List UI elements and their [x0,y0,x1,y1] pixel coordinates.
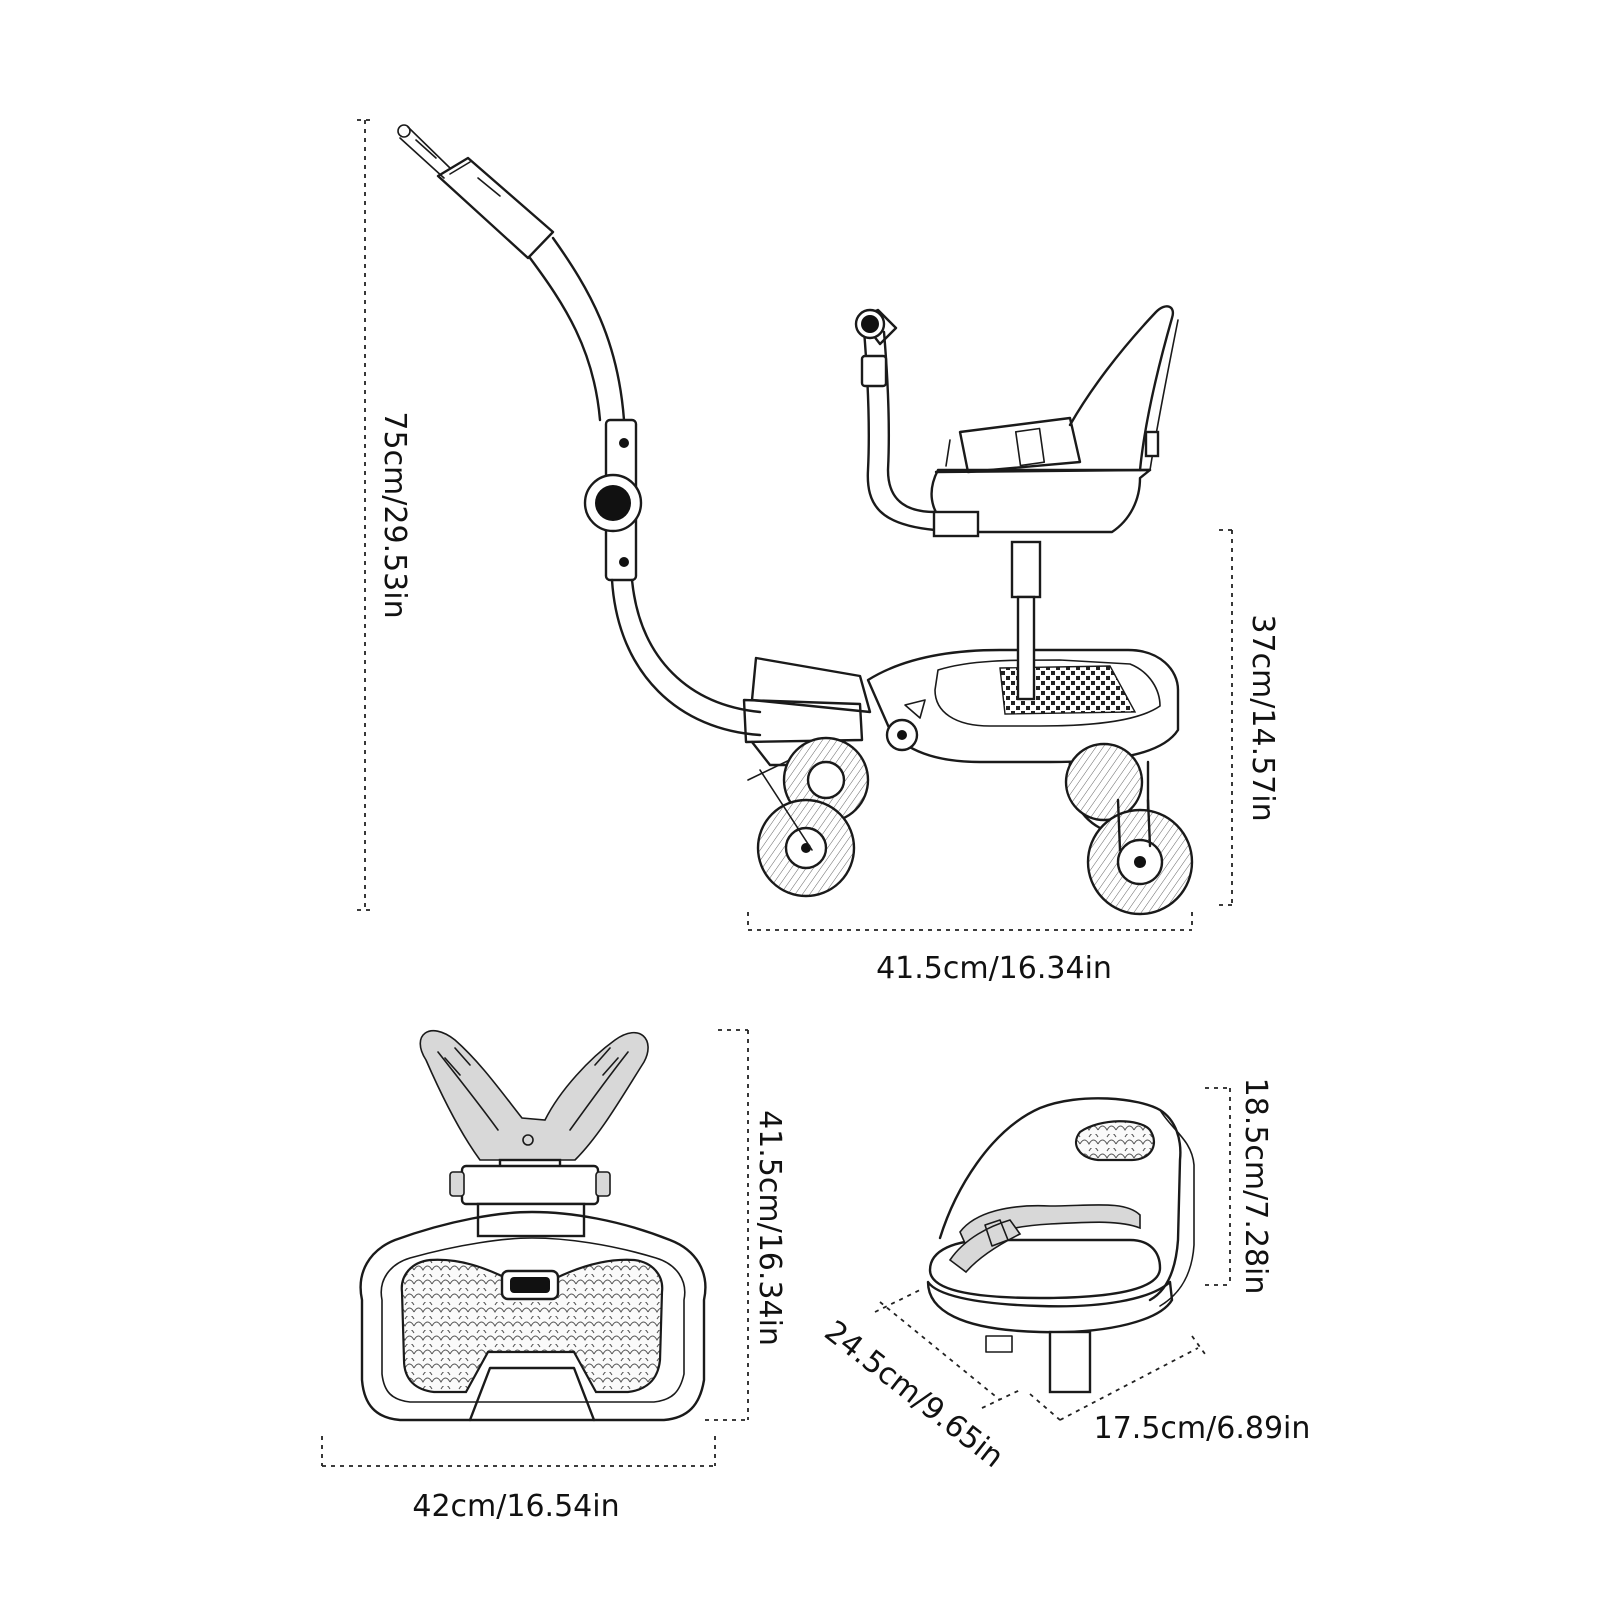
label-seat-depth: 24.5cm/9.65in [818,1314,1010,1475]
side-seat [930,305,1179,701]
seat-handle-hole [1074,1120,1156,1162]
detachable-seat-view [926,1097,1195,1394]
front-wheels [742,656,872,898]
handle-tip [397,124,555,260]
label-total-height: 75cm/29.53in [377,411,412,618]
pivot-block [460,1164,600,1206]
label-board-length: 41.5cm/16.34in [876,951,1112,986]
dimension-board-width: 42cm/16.54in [321,1436,716,1524]
dimension-seat-height: 37cm/14.57in [1219,529,1280,906]
dimension-seat-depth: 24.5cm/9.65in [818,1289,1021,1475]
clamp-arms [419,1029,649,1161]
handle-tube [551,236,626,422]
stroller-board-top-view [359,1029,707,1422]
label-seat-width: 17.5cm/6.89in [1094,1411,1311,1446]
label-seat-small-height: 18.5cm/7.28in [1238,1078,1273,1295]
footpad-texture [400,1258,664,1394]
rear-wheels [1064,742,1194,916]
armrest-bar [854,308,980,538]
dimension-seat-width: 17.5cm/6.89in [1029,1335,1311,1446]
handle-joint [583,418,643,582]
dimension-board-length: 41.5cm/16.34in [747,912,1193,986]
board-outline [359,1210,707,1422]
stroller-board-side-view [397,124,1194,916]
seat-backrest [938,1097,1182,1302]
label-board-depth: 41.5cm/16.34in [752,1110,787,1346]
seat-mount [1048,1330,1092,1394]
dimension-total-height: 75cm/29.53in [357,119,412,911]
dimension-board-depth: 41.5cm/16.34in [705,1029,787,1421]
label-board-width: 42cm/16.54in [412,1489,619,1524]
dimension-seat-small-height: 18.5cm/7.28in [1205,1078,1273,1295]
label-seat-height: 37cm/14.57in [1245,614,1280,821]
